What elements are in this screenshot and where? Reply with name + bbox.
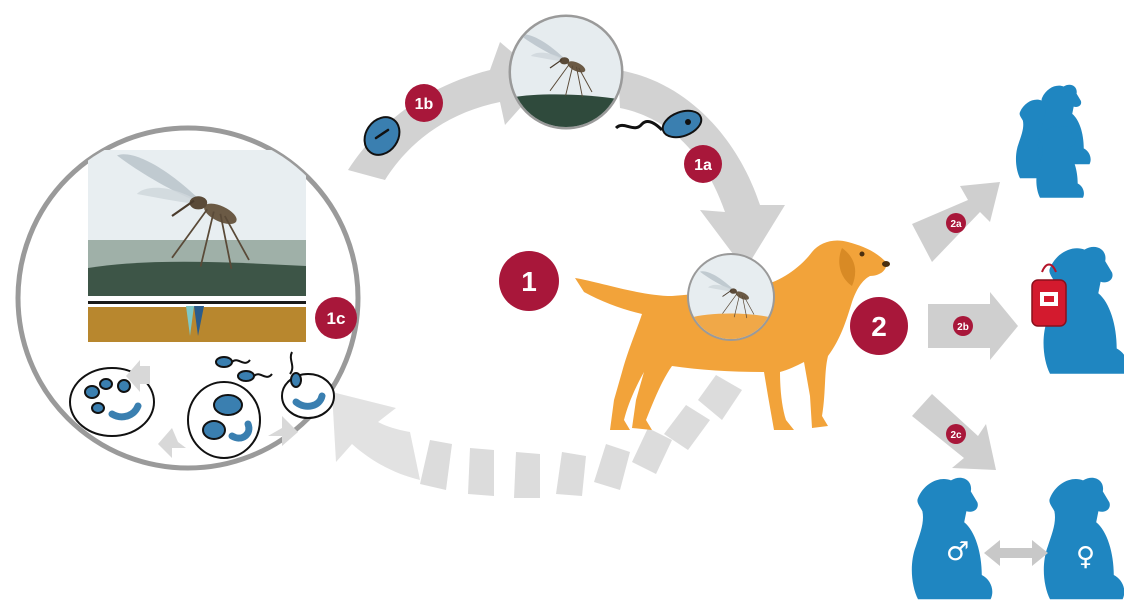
male-symbol-icon: ♂ (946, 537, 969, 567)
badge-1c: 1c (315, 297, 357, 339)
female-dog-icon: ♀ (1044, 478, 1124, 599)
svg-text:2a: 2a (950, 219, 962, 230)
badge-1: 1 (499, 251, 559, 311)
male-dog-icon: ♂ (912, 478, 993, 599)
arrow-return (332, 375, 742, 498)
sandfly-feeding-circle (508, 15, 624, 130)
breeding-double-arrow (984, 540, 1048, 566)
svg-text:1a: 1a (694, 157, 712, 174)
dog-group-icon (1016, 85, 1091, 198)
svg-text:2b: 2b (957, 322, 969, 333)
sandfly-on-dog-circle (689, 255, 773, 339)
female-symbol-icon: ♀ (1076, 542, 1095, 572)
svg-text:2c: 2c (950, 430, 962, 441)
svg-text:2: 2 (871, 311, 887, 342)
badge-1a: 1a (684, 145, 722, 183)
badge-1b: 1b (405, 84, 443, 122)
svg-text:1c: 1c (327, 309, 346, 328)
sandfly-bite-detail-circle (18, 128, 358, 468)
route-arrow-2b: 2b (928, 292, 1018, 360)
route-arrow-2c: 2c (912, 394, 996, 470)
route-arrow-2a: 2a (912, 182, 1000, 262)
svg-text:1b: 1b (415, 96, 434, 113)
svg-text:1: 1 (521, 266, 537, 297)
badge-2: 2 (850, 297, 908, 355)
